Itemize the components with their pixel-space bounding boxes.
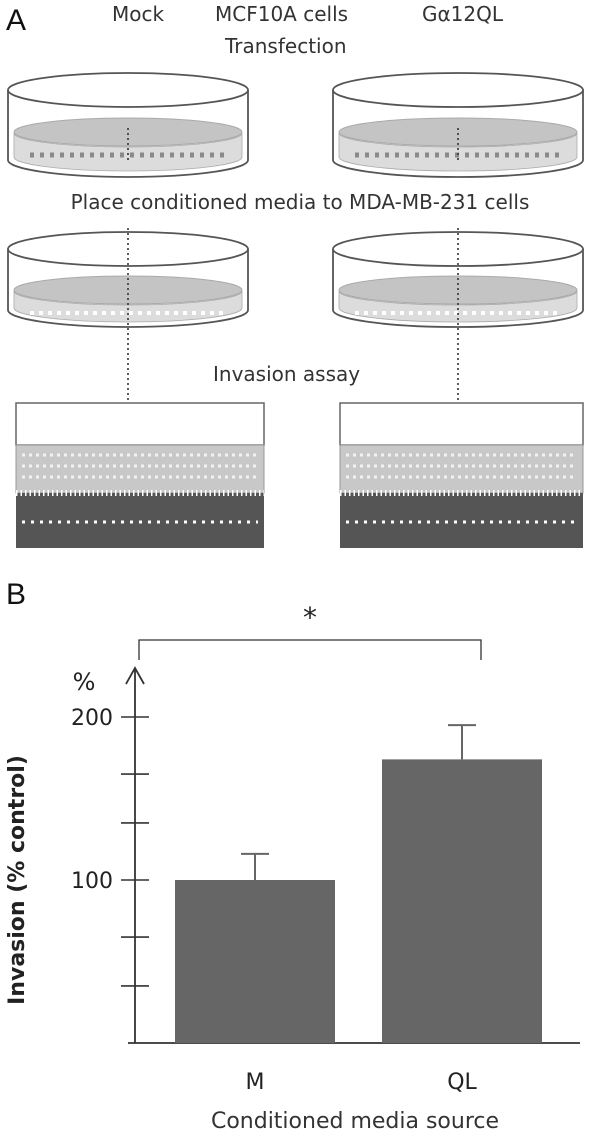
workflow-diagram	[7, 72, 584, 548]
bar-m	[175, 880, 335, 1043]
y-tick-label-0: 100	[71, 869, 113, 894]
mock-column-header: Mock	[112, 2, 165, 26]
g12ql-column-header: Gα12QL	[422, 2, 504, 26]
step-invasion-assay-label: Invasion assay	[213, 362, 361, 386]
significance-bracket	[138, 639, 482, 660]
significance-asterisk: *	[303, 601, 317, 634]
invasion-chamber-mock	[15, 402, 265, 548]
panel-b-label: B	[6, 578, 27, 611]
invasion-chamber-g12ql	[339, 402, 584, 548]
mcf10a-header: MCF10A cells	[215, 2, 349, 26]
y-axis-label: Invasion (% control)	[5, 755, 30, 1005]
step-1-row: Place conditioned media to MDA-MB-231 ce…	[0, 190, 600, 214]
x-axis-title: Conditioned media source	[211, 1109, 499, 1134]
y-tick-label-1: 200	[71, 706, 113, 731]
step-conditioned-media-label: Place conditioned media to MDA-MB-231 ce…	[68, 190, 532, 214]
culture-dish-g12ql	[332, 72, 584, 178]
y-axis-arrowhead	[125, 666, 145, 685]
invasion-bar-chart: * % Invasion (% control) 100 200 M QL Cond…	[5, 601, 580, 1134]
x-category-label-ql: QL	[447, 1070, 477, 1095]
bar-ql	[382, 759, 542, 1043]
y-axis-unit: %	[73, 668, 96, 696]
transfection-header: Transfection	[225, 34, 347, 58]
panel-a-label: A	[6, 4, 27, 37]
x-category-label-m: M	[246, 1070, 265, 1095]
culture-dish-mock	[7, 72, 249, 178]
